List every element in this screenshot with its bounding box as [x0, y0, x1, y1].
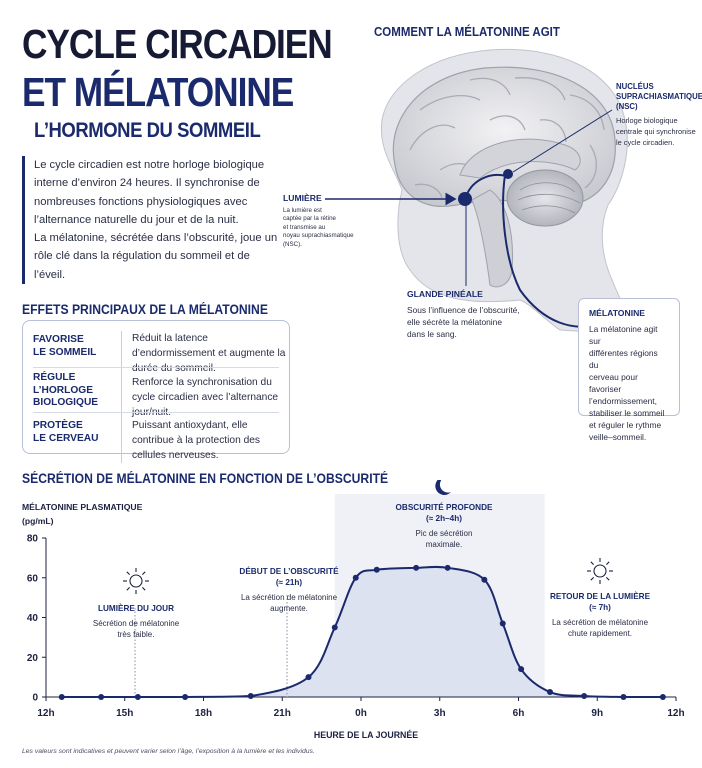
- data-point: [182, 694, 189, 700]
- nsc-dot: [503, 169, 513, 179]
- melatonine-heading: MÉLATONINE: [589, 308, 646, 318]
- y-axis-label: MÉLATONINE PLASMATIQUE: [22, 502, 143, 512]
- footnote: Les valeurs sont indicatives et peuvent …: [22, 748, 315, 755]
- moon-icon: [435, 480, 451, 495]
- x-tick-label: 21h: [274, 708, 291, 719]
- annotation-heading: RETOUR DE LA LUMIÈRE: [550, 591, 651, 601]
- x-tick-label: 6h: [513, 708, 525, 719]
- lumiere-heading: LUMIÈRE: [283, 193, 322, 203]
- annotation-text: chute rapidement.: [568, 629, 632, 638]
- data-point: [305, 674, 312, 681]
- nsc-heading: NUCLÉUS SUPRACHIASMATIQUE (NSC): [616, 82, 702, 111]
- x-tick-label: 12h: [667, 708, 684, 719]
- annotation-text: maximale.: [426, 540, 462, 549]
- data-point: [58, 694, 65, 700]
- chart-annotations: LUMIÈRE DU JOUR Sécrétion de mélatonine tr…: [93, 502, 651, 639]
- annotation-heading: OBSCURITÉ PROFONDE: [396, 502, 493, 512]
- x-tick-label: 18h: [195, 708, 212, 719]
- moon-shape: [435, 480, 451, 495]
- page-title-line2: ET MÉLATONINE: [22, 69, 294, 115]
- melatonin-chart: 0 20 40 60 80 12h 15h 18h 21h 0h 3h 6h 9h 12h MÉLATO…: [22, 480, 685, 740]
- data-point: [620, 694, 627, 700]
- lumiere-text: La lumière est captée par la rétine et t…: [283, 207, 354, 248]
- effect-key: FAVORISE LE SOMMEIL: [33, 334, 97, 358]
- brain-section-title: COMMENT LA MÉLATONINE AGIT: [374, 25, 560, 39]
- effect-key: PROTÈGE LE CERVEAU: [33, 420, 99, 444]
- melatonine-box: MÉLATONINE La mélatonine agit sur différ…: [578, 298, 680, 442]
- sun-icon-day: [123, 568, 149, 594]
- intro-text: Le cycle circadien est notre horloge bio…: [22, 156, 282, 285]
- annotation-text: La sécrétion de mélatonine: [552, 618, 649, 627]
- melatonin-area: [61, 566, 663, 697]
- data-point: [581, 693, 588, 700]
- y-tick-label: 40: [27, 613, 39, 624]
- brain-illustration: [325, 48, 641, 336]
- page-subtitle: L’HORMONE DU SOMMEIL: [34, 119, 261, 142]
- data-points: [58, 564, 666, 700]
- pineale-heading: GLANDE PINÉALE: [407, 289, 483, 299]
- annotation-text: La sécrétion de mélatonine: [241, 593, 338, 602]
- data-point: [134, 694, 141, 700]
- cerebrum: [392, 66, 616, 207]
- x-axis-label: HEURE DE LA JOURNÉE: [314, 730, 418, 740]
- nsc-leader-line: [512, 109, 613, 173]
- data-point: [518, 666, 525, 673]
- effects-divider: [33, 412, 279, 413]
- data-point: [331, 624, 338, 631]
- data-point: [499, 620, 506, 627]
- x-ticks: 12h 15h 18h 21h 0h 3h 6h 9h 12h: [37, 697, 685, 719]
- y-tick-label: 0: [32, 693, 38, 704]
- y-tick-label: 20: [27, 653, 39, 664]
- annotation-guides: [134, 595, 288, 697]
- data-point: [413, 564, 420, 571]
- annotation-heading: DÉBUT DE L’OBSCURITÉ: [239, 566, 339, 576]
- pineale-text: Sous l’influence de l’obscurité, elle sé…: [407, 305, 520, 339]
- intro-paragraph-1: Le cycle circadien est notre horloge bio…: [34, 159, 265, 226]
- data-point: [547, 689, 553, 696]
- annotation-text: Pic de sécrétion: [416, 529, 473, 538]
- effect-value: Réduit la latence d’endormissement et au…: [121, 331, 287, 376]
- page-title-line1: CYCLE CIRCADIEN: [22, 21, 333, 67]
- effect-key: RÉGULE L’HORLOGE BIOLOGIQUE: [33, 372, 99, 408]
- annotation-text: Sécrétion de mélatonine: [93, 619, 180, 628]
- annotation-text: très faible.: [118, 630, 155, 639]
- annotation-heading: (≈ 7h): [589, 603, 611, 612]
- data-point: [373, 566, 380, 573]
- x-tick-label: 12h: [37, 708, 54, 719]
- effects-title: EFFETS PRINCIPAUX DE LA MÉLATONINE: [22, 302, 268, 317]
- lumiere-label: LUMIÈRE La lumière est captée par la rét…: [283, 193, 393, 249]
- effects-divider: [33, 367, 279, 368]
- secretion-title: SÉCRÉTION DE MÉLATONINE EN FONCTION DE L…: [22, 471, 389, 486]
- sun-icon-return: [587, 558, 613, 584]
- y-tick-label: 60: [27, 573, 39, 584]
- y-tick-label: 80: [27, 534, 39, 545]
- effects-box: FAVORISE LE SOMMEIL Réduit la latence d’…: [22, 320, 290, 463]
- effect-value: Puissant antioxydant, elle contribue à l…: [121, 418, 287, 463]
- cerebellum: [506, 169, 584, 227]
- data-point: [659, 694, 666, 700]
- annotation-heading: (≈ 2h–4h): [426, 514, 462, 523]
- y-axis-unit: (pg/mL): [22, 516, 54, 526]
- data-point: [481, 576, 488, 583]
- data-point: [247, 693, 254, 700]
- melatonin-path-arrow: [502, 174, 597, 336]
- annotation-heading: LUMIÈRE DU JOUR: [98, 603, 174, 613]
- annotation-heading: (≈ 21h): [276, 578, 303, 587]
- x-tick-label: 3h: [434, 708, 446, 719]
- nsc-label: NUCLÉUS SUPRACHIASMATIQUE (NSC) Horloge …: [616, 82, 702, 148]
- data-point: [98, 694, 105, 700]
- data-point: [444, 564, 451, 571]
- nsc-text: Horloge biologique centrale qui synchron…: [616, 116, 696, 147]
- x-tick-label: 9h: [591, 708, 603, 719]
- intro-paragraph-2: La mélatonine, sécrétée dans l’obscurité…: [34, 232, 278, 281]
- x-tick-label: 0h: [355, 708, 367, 719]
- data-point: [352, 574, 359, 581]
- optic-dot: [458, 192, 472, 206]
- y-ticks: 0 20 40 60 80: [27, 534, 46, 704]
- x-tick-label: 15h: [116, 708, 133, 719]
- pineale-label: GLANDE PINÉALE Sous l’influence de l’obs…: [407, 289, 557, 340]
- annotation-text: augmente.: [270, 604, 308, 613]
- melatonine-text: La mélatonine agit sur différentes régio…: [589, 324, 665, 442]
